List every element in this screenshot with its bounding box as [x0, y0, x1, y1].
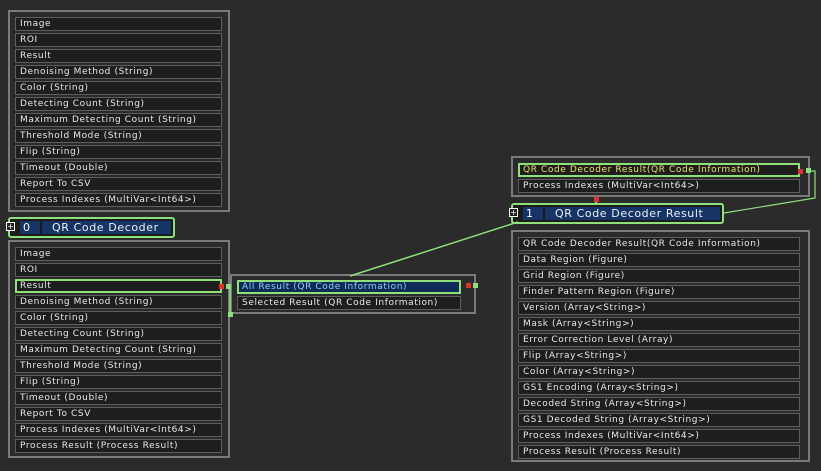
node0-port-detecting-count[interactable]: Detecting Count (String) — [15, 327, 222, 341]
node0-port-denoising-method[interactable]: Denoising Method (String) — [15, 295, 222, 309]
node1-input-panel: QR Code Decoder Result(QR Code Informati… — [511, 156, 810, 197]
node1-title: QR Code Decoder Result — [545, 207, 720, 220]
node0-result-pin[interactable] — [219, 284, 224, 289]
node1-port-process-result[interactable]: Process Result (Process Result) — [518, 445, 800, 459]
node0-input-roi[interactable]: ROI — [15, 33, 222, 47]
node1-port-panel: QR Code Decoder Result(QR Code Informati… — [511, 230, 810, 462]
node0-input-report-to-csv[interactable]: Report To CSV — [15, 177, 222, 191]
node1-port-version[interactable]: Version (Array<String>) — [518, 301, 800, 315]
node0-port-flip[interactable]: Flip (String) — [15, 375, 222, 389]
node1-port-error-correction-level[interactable]: Error Correction Level (Array) — [518, 333, 800, 347]
node0-input-threshold-mode[interactable]: Threshold Mode (String) — [15, 129, 222, 143]
node1-input-decoder-result[interactable]: QR Code Decoder Result(QR Code Informati… — [518, 163, 800, 177]
node1-port-mask[interactable]: Mask (Array<String>) — [518, 317, 800, 331]
node1-port-gs1-encoding[interactable]: GS1 Encoding (Array<String>) — [518, 381, 800, 395]
popup-all-result-pin-end[interactable] — [473, 283, 478, 288]
node0-port-panel: Image ROI Result Denoising Method (Strin… — [8, 240, 230, 458]
node1-input-process-indexes[interactable]: Process Indexes (MultiVar<Int64>) — [518, 179, 800, 193]
node1-port-flip[interactable]: Flip (Array<String>) — [518, 349, 800, 363]
wire-popup-to-node1 — [349, 221, 519, 277]
node1-port-finder-pattern-region[interactable]: Finder Pattern Region (Figure) — [518, 285, 800, 299]
node0-port-report-to-csv[interactable]: Report To CSV — [15, 407, 222, 421]
node0-input-result[interactable]: Result — [15, 49, 222, 63]
result-output-popup: All Result (QR Code Information) Selecte… — [230, 274, 476, 314]
node0-port-image[interactable]: Image — [15, 247, 222, 261]
result-option-all[interactable]: All Result (QR Code Information) — [237, 280, 461, 294]
node0-result-pin-end[interactable] — [226, 284, 231, 289]
node1-port-color[interactable]: Color (Array<String>) — [518, 365, 800, 379]
node0-input-max-detecting-count[interactable]: Maximum Detecting Count (String) — [15, 113, 222, 127]
node0-port-max-detecting-count[interactable]: Maximum Detecting Count (String) — [15, 343, 222, 357]
node0-port-process-indexes[interactable]: Process Indexes (MultiVar<Int64>) — [15, 423, 222, 437]
node0-input-process-indexes[interactable]: Process Indexes (MultiVar<Int64>) — [15, 193, 222, 207]
node1-index: 1 — [523, 207, 543, 220]
node0-input-image[interactable]: Image — [15, 17, 222, 31]
node1-port-grid-region[interactable]: Grid Region (Figure) — [518, 269, 800, 283]
node1-port-process-indexes[interactable]: Process Indexes (MultiVar<Int64>) — [518, 429, 800, 443]
node0-input-flip[interactable]: Flip (String) — [15, 145, 222, 159]
node0-expand-toggle-icon[interactable]: + — [6, 222, 15, 231]
node0-title: QR Code Decoder — [42, 221, 171, 234]
node0-index: 0 — [20, 221, 40, 234]
node0-port-process-result[interactable]: Process Result (Process Result) — [15, 439, 222, 453]
node0-port-threshold-mode[interactable]: Threshold Mode (String) — [15, 359, 222, 373]
node1-port-data-region[interactable]: Data Region (Figure) — [518, 253, 800, 267]
node1-port-decoded-string[interactable]: Decoded String (Array<String>) — [518, 397, 800, 411]
node0-input-detecting-count[interactable]: Detecting Count (String) — [15, 97, 222, 111]
popup-all-result-pin[interactable] — [466, 283, 471, 288]
node1-header[interactable]: + 1 QR Code Decoder Result — [509, 203, 724, 224]
node0-port-color[interactable]: Color (String) — [15, 311, 222, 325]
node0-header[interactable]: + 0 QR Code Decoder — [6, 217, 175, 238]
node0-input-timeout[interactable]: Timeout (Double) — [15, 161, 222, 175]
node1-link-pin[interactable] — [594, 197, 599, 202]
node1-port-gs1-decoded-string[interactable]: GS1 Decoded String (Array<String>) — [518, 413, 800, 427]
node0-input-panel: Image ROI Result Denoising Method (Strin… — [8, 10, 230, 212]
node1-expand-toggle-icon[interactable]: + — [509, 208, 518, 217]
node0-port-roi[interactable]: ROI — [15, 263, 222, 277]
node0-input-color[interactable]: Color (String) — [15, 81, 222, 95]
node1-input-pin[interactable] — [798, 169, 803, 174]
node0-port-result[interactable]: Result — [15, 279, 222, 293]
node1-input-pin-end[interactable] — [806, 168, 811, 173]
result-option-selected[interactable]: Selected Result (QR Code Information) — [237, 296, 461, 310]
node0-input-denoising-method[interactable]: Denoising Method (String) — [15, 65, 222, 79]
popup-bottom-pin[interactable] — [228, 312, 233, 317]
node0-port-timeout[interactable]: Timeout (Double) — [15, 391, 222, 405]
node1-port-decoder-result[interactable]: QR Code Decoder Result(QR Code Informati… — [518, 237, 800, 251]
